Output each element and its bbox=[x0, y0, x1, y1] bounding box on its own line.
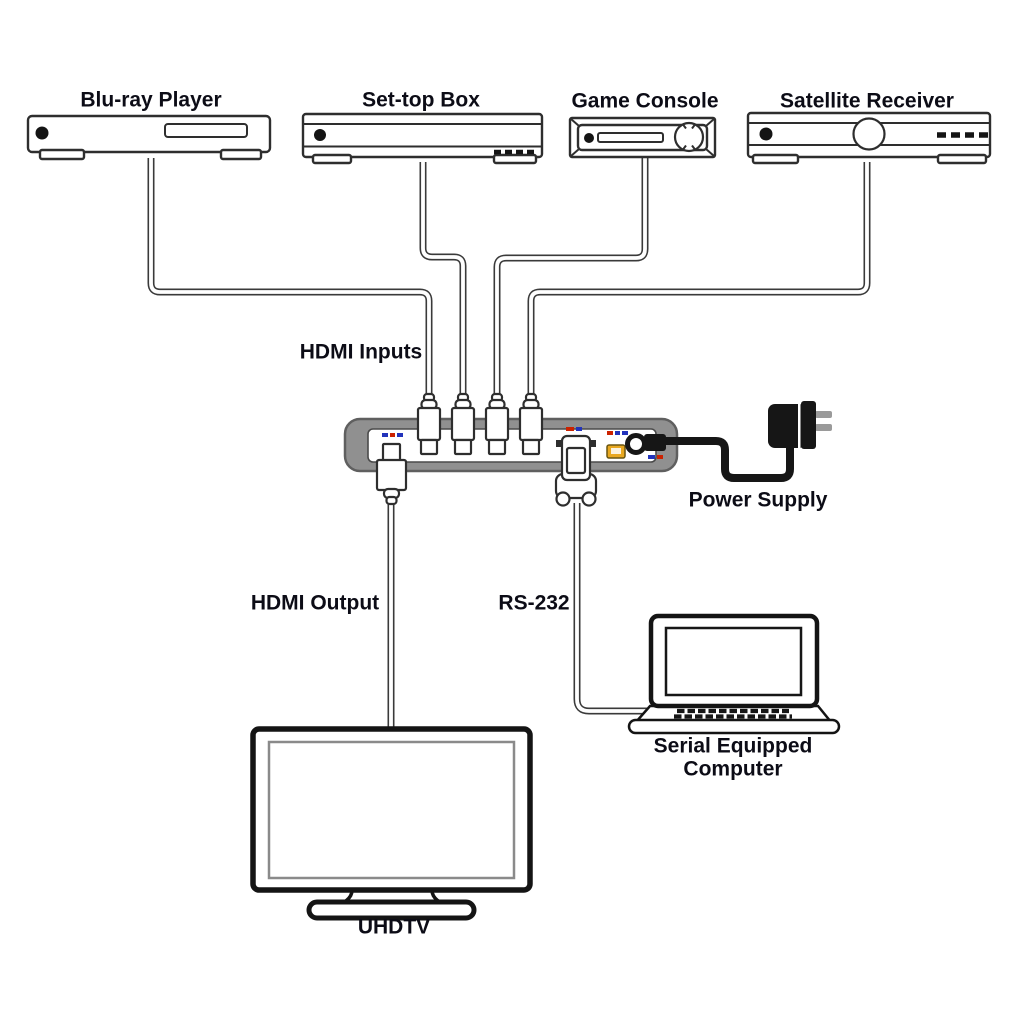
label-serial-computer-line1: Serial Equipped bbox=[653, 734, 813, 758]
tv-stand-base bbox=[306, 899, 477, 921]
service-port-tongue bbox=[611, 448, 621, 454]
label-hdmi-inputs: HDMI Inputs bbox=[299, 340, 423, 364]
hdmi-input-plug-1 bbox=[416, 392, 442, 456]
service-port-label bbox=[607, 431, 628, 435]
label-game-console: Game Console bbox=[571, 89, 719, 113]
power-cable bbox=[658, 437, 794, 482]
label-set-top-box: Set-top Box bbox=[362, 88, 480, 112]
device-foot bbox=[936, 153, 988, 165]
hdmi-input-plug-2 bbox=[450, 392, 476, 456]
tv-screen bbox=[267, 740, 516, 880]
device-foot bbox=[219, 148, 263, 161]
device-foot bbox=[492, 153, 538, 165]
dial-knob-icon bbox=[852, 117, 886, 151]
hdmi-input-plug-4 bbox=[518, 392, 544, 456]
power-led-dot bbox=[35, 126, 49, 140]
label-blu-ray-player: Blu-ray Player bbox=[80, 88, 222, 112]
adapter-prong bbox=[815, 411, 832, 418]
power-button-icon bbox=[673, 121, 705, 153]
rs232-cable bbox=[573, 503, 650, 715]
thumbscrew-icon bbox=[581, 491, 597, 507]
dc-plug-icon bbox=[644, 434, 666, 451]
laptop-front-edge bbox=[627, 718, 841, 735]
hdmi-input-cable-4 bbox=[527, 162, 871, 396]
power-led-dot bbox=[314, 129, 326, 141]
game-console-device bbox=[568, 116, 717, 159]
hdmi-input-plug-3 bbox=[484, 392, 510, 456]
disc-tray bbox=[164, 123, 248, 138]
power-led-dot bbox=[584, 133, 594, 143]
rs232-port-label bbox=[566, 427, 582, 431]
uhdtv-device bbox=[250, 726, 533, 921]
device-foot bbox=[311, 153, 353, 165]
thumbscrew-icon bbox=[555, 491, 571, 507]
device-foot bbox=[751, 153, 800, 165]
hdmi-out-port-label bbox=[382, 433, 403, 437]
hdmi-input-cable-2 bbox=[419, 162, 467, 396]
adapter-prong bbox=[815, 424, 832, 431]
label-satellite-receiver: Satellite Receiver bbox=[780, 89, 954, 113]
device-foot bbox=[38, 148, 86, 161]
hdmi-input-cable-1 bbox=[147, 158, 433, 396]
hdmi-output-plug bbox=[375, 442, 408, 506]
dc-power-jack-icon bbox=[625, 433, 647, 455]
laptop-device bbox=[627, 613, 841, 735]
label-power-supply: Power Supply bbox=[688, 488, 828, 512]
disc-slot bbox=[597, 132, 664, 143]
blu-ray-player-device bbox=[26, 114, 272, 161]
power-adapter bbox=[768, 401, 832, 449]
label-uhdtv: UHDTV bbox=[357, 915, 431, 939]
rs232-connector bbox=[554, 434, 598, 507]
power-port-label bbox=[648, 455, 663, 459]
satellite-receiver-device bbox=[746, 111, 992, 165]
set-top-box-device bbox=[301, 112, 544, 165]
power-led-dot bbox=[759, 127, 773, 141]
hdmi-input-cable-3 bbox=[493, 156, 649, 396]
label-hdmi-output: HDMI Output bbox=[250, 591, 380, 615]
label-serial-computer-line2: Computer bbox=[683, 757, 783, 781]
label-rs232: RS-232 bbox=[498, 591, 570, 615]
laptop-screen bbox=[664, 626, 803, 697]
